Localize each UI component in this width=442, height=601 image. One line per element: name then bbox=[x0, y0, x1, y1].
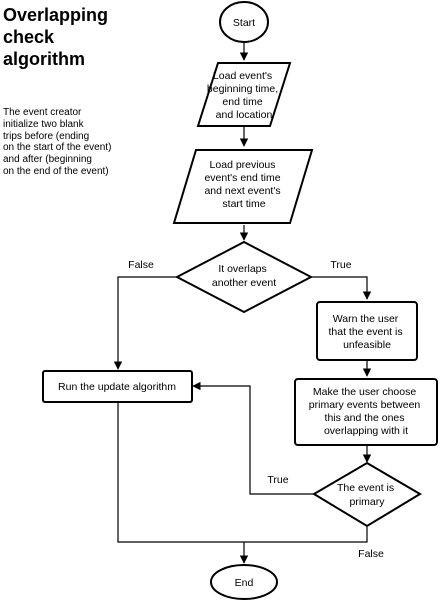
note-line: and after (beginning bbox=[3, 154, 92, 166]
primary-decision bbox=[312, 461, 422, 528]
warn-user-label: Warn the user that the event is unfeasib… bbox=[328, 313, 405, 351]
end-terminator bbox=[210, 564, 278, 600]
note-line: trips before (ending bbox=[3, 130, 90, 142]
primary-decision-label: The event is primary bbox=[337, 482, 397, 508]
warn-user-process bbox=[316, 301, 418, 361]
title-line: check bbox=[3, 27, 55, 47]
end-label: End bbox=[235, 577, 254, 589]
overlap-decision-label: It overlaps another event bbox=[212, 263, 276, 289]
edge-label-true: True bbox=[330, 259, 351, 271]
title-line: Overlapping bbox=[3, 5, 109, 25]
load-event-input bbox=[196, 62, 292, 127]
diagram-title: Overlapping check algorithm bbox=[3, 4, 133, 70]
connector-run-update-to-end bbox=[117, 403, 244, 543]
side-note: The event creator initialize two blank t… bbox=[3, 107, 143, 178]
load-previous-label: Load previous event's end time and next … bbox=[204, 159, 283, 210]
note-line: on the end of the event) bbox=[3, 165, 109, 177]
note-line: on the start of the event) bbox=[3, 142, 112, 154]
connector-overlap-true bbox=[311, 276, 372, 300]
run-update-process bbox=[42, 370, 193, 403]
connector-primary-false bbox=[244, 527, 368, 543]
edge-label-false: False bbox=[358, 548, 384, 560]
start-terminator bbox=[219, 1, 269, 43]
overlap-decision bbox=[174, 240, 314, 314]
load-event-label: Load event's beginning time, end time an… bbox=[207, 70, 281, 121]
connectors bbox=[113, 43, 372, 564]
choose-primary-label: Make the user choose primary events betw… bbox=[309, 386, 423, 437]
edge-label-false: False bbox=[128, 259, 154, 271]
load-previous-input bbox=[172, 149, 314, 224]
edge-label-true: True bbox=[267, 474, 288, 486]
start-label: Start bbox=[233, 17, 255, 29]
note-line: The event creator bbox=[3, 107, 82, 118]
connector-primary-true bbox=[192, 381, 314, 495]
note-line: initialize two blank bbox=[3, 118, 84, 130]
title-line: algorithm bbox=[3, 49, 86, 69]
connector-overlap-false bbox=[113, 276, 177, 370]
run-update-label: Run the update algorithm bbox=[58, 381, 176, 393]
choose-primary-process bbox=[294, 378, 438, 446]
